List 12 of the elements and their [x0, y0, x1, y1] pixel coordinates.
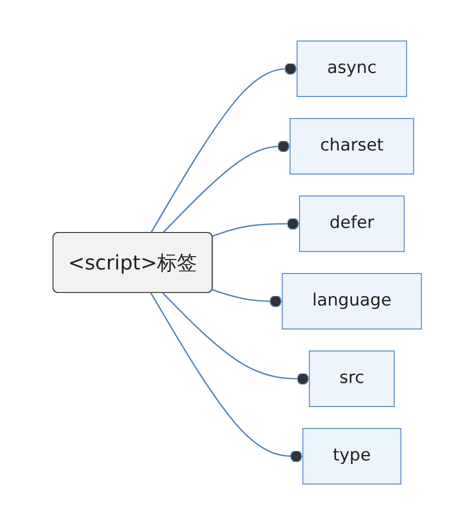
connector — [150, 62, 297, 234]
connector — [162, 140, 290, 234]
node-box: src — [308, 350, 395, 407]
node-box: defer — [298, 196, 404, 252]
connector — [162, 292, 310, 385]
connector — [150, 292, 303, 462]
node-box: type — [302, 428, 402, 484]
node-box: async — [296, 40, 407, 97]
node-box: charset — [289, 118, 414, 174]
connector — [212, 289, 282, 308]
node-box: language — [282, 273, 422, 330]
connector — [212, 218, 300, 237]
